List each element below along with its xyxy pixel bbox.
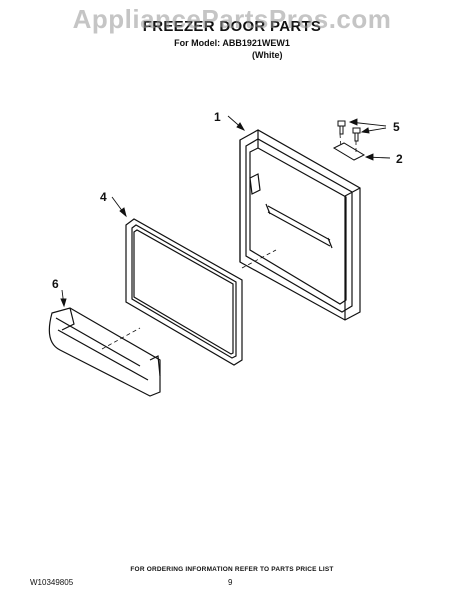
color-line: (White) — [252, 50, 283, 60]
callout-5: 5 — [393, 120, 400, 134]
watermark: AppliancePartsPros.com — [72, 4, 392, 34]
callout-1: 1 — [214, 110, 221, 124]
model-line: For Model: ABB1921WEW1 — [174, 38, 290, 48]
screws[interactable] — [337, 120, 361, 142]
page-title: FREEZER DOOR PARTS — [142, 18, 322, 35]
ordering-note: FOR ORDERING INFORMATION REFER TO PARTS … — [130, 566, 334, 573]
callout-6: 6 — [52, 277, 59, 291]
mounting-plate[interactable] — [332, 142, 366, 161]
freezer-door-panel[interactable] — [239, 129, 361, 321]
page-number: 9 — [228, 578, 233, 587]
door-gasket[interactable] — [125, 218, 243, 366]
callout-2: 2 — [396, 152, 403, 166]
door-shelf-bin[interactable] — [48, 307, 161, 397]
callout-4: 4 — [100, 190, 107, 204]
document-id: W10349805 — [30, 578, 74, 587]
